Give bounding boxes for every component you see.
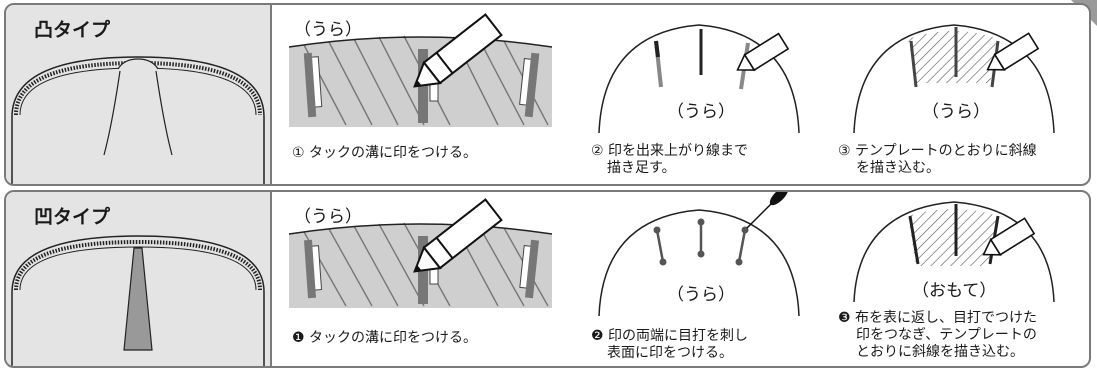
step-label: （うら） xyxy=(667,102,735,122)
type-label: 凸タイプ xyxy=(34,19,111,41)
step-label: （うら） xyxy=(294,20,362,40)
tuck-marking-illustration xyxy=(288,13,553,127)
mark-extension-illustration xyxy=(598,24,800,134)
step-caption-line-1: ❸ 布を表に返し、目打でつけた xyxy=(838,310,1038,326)
step-caption-line-2: を描き込む。 xyxy=(856,160,940,176)
convex-type-panel: 凸タイプ （うら） ① タックの xyxy=(4,3,1091,186)
concave-step-3: （おもて） ❸ 布を表に返し、目打でつけた 印をつなぎ、テンプレートの とおりに… xyxy=(836,192,1089,366)
tuck-marking-illustration xyxy=(288,198,553,308)
convex-step-3: （うら） ③ テンプレートのとおりに斜線 を描き込む。 xyxy=(836,5,1089,184)
convex-type-sidebar: 凸タイプ xyxy=(6,5,272,184)
concave-type-sidebar: 凹タイプ xyxy=(6,192,272,366)
concave-type-panel: 凹タイプ （うら） ❶ タックの xyxy=(4,190,1091,368)
step-caption-line-1: ❷ 印の両端に目打を刺し xyxy=(591,328,749,344)
step-caption-line-2: 表面に印をつける。 xyxy=(607,345,733,361)
concave-cap-illustration xyxy=(11,235,265,366)
step-label: （おもて） xyxy=(912,281,997,301)
awl-marking-illustration xyxy=(598,192,800,317)
step-caption-line-3: とおりに斜線を描き込む。 xyxy=(856,344,1024,360)
step-caption-line-1: ② 印を出来上がり線まで xyxy=(591,143,749,159)
concave-step-2: （うら） ❷ 印の両端に目打を刺し 表面に印をつける。 xyxy=(581,192,831,366)
step-caption-line-2: 描き足す。 xyxy=(607,160,676,176)
step-label: （うら） xyxy=(294,207,362,227)
convex-step-1: （うら） ① タックの溝に印をつける。 xyxy=(284,5,574,184)
step-caption-line-2: 印をつなぎ、テンプレートの xyxy=(856,327,1037,343)
step-label: （うら） xyxy=(922,102,990,122)
step-caption-line-1: ③ テンプレートのとおりに斜線 xyxy=(838,143,1037,159)
convex-step-2: （うら） ② 印を出来上がり線まで 描き足す。 xyxy=(581,5,831,184)
type-label: 凹タイプ xyxy=(34,206,111,228)
step-label: （うら） xyxy=(667,285,735,305)
diagonal-lines-illustration xyxy=(853,24,1055,134)
step-caption: ❶ タックの溝に印をつける。 xyxy=(292,330,478,346)
front-side-diagonal-illustration xyxy=(853,201,1055,303)
step-caption: ① タックの溝に印をつける。 xyxy=(292,145,478,161)
convex-cap-illustration xyxy=(11,56,265,184)
concave-step-1: （うら） ❶ タックの溝に印をつける。 xyxy=(284,192,574,366)
